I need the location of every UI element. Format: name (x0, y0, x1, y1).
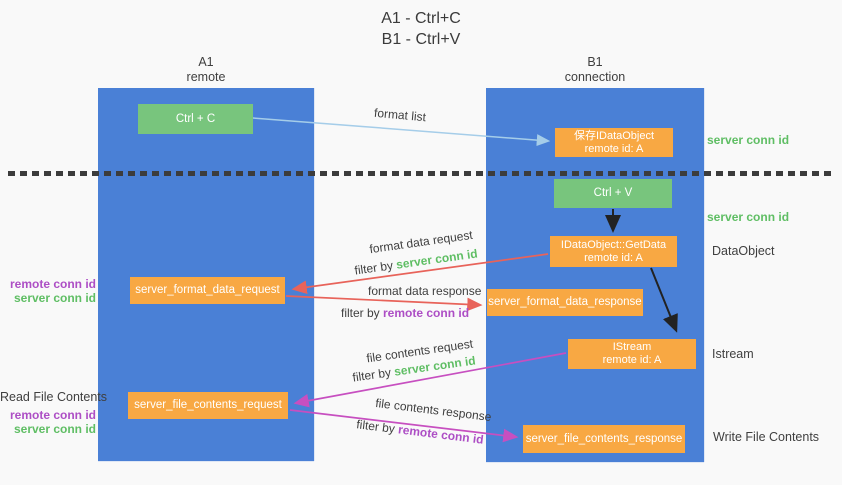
node-ctrl-c: Ctrl + C (138, 104, 253, 134)
node-ctrl-v: Ctrl + V (554, 179, 672, 208)
node-istream-line2: remote id: A (602, 354, 662, 366)
annotation-remote-conn-id-1: remote conn id (9, 277, 96, 291)
lifeline-header-b1: B1 connection (486, 55, 704, 85)
node-ctrl-c-label: Ctrl + C (175, 112, 216, 125)
node-save-dataobject-line1: 保存IDataObject (573, 129, 655, 142)
node-server-file-contents-request: server_file_contents_request (128, 392, 288, 419)
annotation-conn-ids-format: remote conn id server conn id (0, 277, 96, 305)
annotation-server-conn-id-mid: server conn id (707, 210, 790, 224)
annotation-istream: Istream (712, 347, 754, 361)
node-ctrl-v-label: Ctrl + V (593, 187, 633, 199)
annotation-conn-ids-file: remote conn id server conn id (0, 408, 96, 436)
lifeline-b1-role: connection (564, 70, 626, 84)
node-file-request-label: server_file_contents_request (134, 399, 282, 411)
node-istream-line1: IStream (612, 341, 652, 353)
node-getdata-line1: IDataObject::GetData (560, 238, 667, 251)
label-file-contents-response: file contents response (374, 395, 493, 425)
lifeline-a1-role: remote (186, 70, 226, 84)
filter-remote-conn-id-1: remote conn id (383, 306, 470, 320)
filter-by-text-3: filter by (351, 364, 396, 385)
node-format-response-label: server_format_data_response (488, 296, 642, 308)
node-idataobject-getdata: IDataObject::GetData remote id: A (550, 236, 677, 267)
lifeline-a1-name: A1 (198, 55, 214, 69)
dashed-divider (8, 171, 836, 176)
label-format-data-response: format data response (368, 284, 482, 298)
node-save-dataobject: 保存IDataObject remote id: A (555, 128, 673, 157)
annotation-read-file-contents: Read File Contents (0, 390, 108, 404)
node-format-request-label: server_format_data_request (135, 284, 280, 296)
annotation-dataobject: DataObject (712, 244, 775, 258)
filter-remote-conn-id-2: remote conn id (397, 422, 485, 447)
title-line-1: A1 - Ctrl+C (381, 10, 461, 27)
label-filter-format-response: filter by remote conn id (341, 306, 469, 320)
filter-by-text-1: filter by (353, 257, 398, 278)
filter-by-text-4: filter by (355, 417, 400, 437)
filter-by-text-2: filter by (341, 306, 384, 320)
node-save-dataobject-line2: remote id: A (584, 142, 644, 155)
label-filter-file-response: filter by remote conn id (356, 417, 485, 446)
annotation-write-file-contents: Write File Contents (713, 430, 820, 444)
node-getdata-line2: remote id: A (584, 251, 643, 264)
node-file-response-label: server_file_contents_response (525, 432, 683, 445)
node-server-format-data-request: server_format_data_request (130, 277, 285, 304)
annotation-server-conn-id-top: server conn id (707, 133, 790, 147)
annotation-server-conn-id-1: server conn id (13, 290, 96, 305)
lifeline-header-a1: A1 remote (98, 55, 314, 85)
annotation-server-conn-id-2: server conn id (13, 421, 96, 436)
node-istream: IStream remote id: A (568, 339, 696, 369)
title-line-2: B1 - Ctrl+V (381, 31, 461, 48)
node-server-file-contents-response: server_file_contents_response (523, 425, 685, 453)
annotation-remote-conn-id-2: remote conn id (9, 408, 96, 422)
lifeline-b1-name: B1 (587, 55, 603, 69)
node-server-format-data-response: server_format_data_response (487, 289, 643, 316)
label-format-list: format list (373, 105, 427, 125)
page-title: A1 - Ctrl+C B1 - Ctrl+V (0, 8, 842, 50)
